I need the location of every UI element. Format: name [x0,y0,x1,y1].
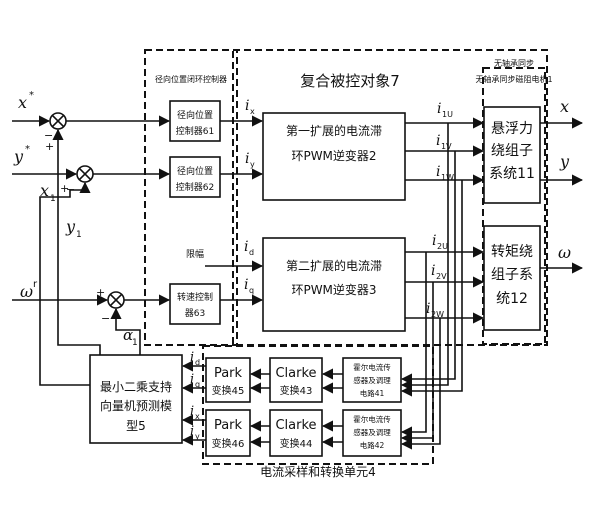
y-plus-sign: + [60,182,69,195]
fb-ix-label: i [190,404,194,419]
iy-sub: y [250,160,255,169]
ix-label: i [245,98,249,114]
output-omega-label: ω [558,243,571,262]
susp-line3: 系统11 [489,166,535,182]
i2u-label: i [432,233,436,249]
clarke1-line1: Clarke [275,366,316,381]
w-ref-label: ω [20,282,33,301]
sensor1-line3: 电路41 [360,388,385,398]
x1-sub: 1 [50,194,56,204]
iq-label: i [244,277,248,293]
susp-line1: 悬浮力 [491,121,533,137]
summing-junction-speed [108,292,124,308]
lssvm-line2: 向量机预测模 [100,398,172,413]
park1-line1: Park [214,366,243,381]
sensor1-line1: 霍尔电流传 [353,362,391,372]
x1-label: x [40,181,49,200]
motor-region-label: 无轴承同步磁阻电机1 [475,74,552,84]
y1-sub: 1 [76,230,82,240]
y1-label: y [65,217,76,236]
clarke1-line2: 变换43 [280,384,313,397]
y-ref-star: * [25,144,30,155]
inv2-line1: 第二扩展的电流滞 [286,258,382,273]
sampling-unit-label: 电流采样和转换单元4 [260,464,376,479]
id-label: i [244,239,248,255]
fb-iy-sub: y [195,432,200,441]
torque-line1: 转矩绕 [491,244,533,260]
ctrl1-line2: 控制器61 [176,125,214,137]
i2w-label: i [426,301,430,317]
park1-line2: 变换45 [212,384,245,397]
alpha1-sub: 1 [132,338,138,348]
i1u-sub: 1U [442,110,453,119]
lssvm-line3: 型5 [126,419,146,433]
y-ref-label: y [13,147,24,166]
ctrl3-line2: 器63 [185,308,205,319]
lssvm-line1: 最小二乘支持 [100,379,172,394]
id-sub: d [249,248,254,257]
fb-iq-label: i [190,372,194,387]
motor-region-label-1: 无轴承同步 [494,58,534,68]
ctrl2-line1: 径向位置 [177,165,213,177]
speed-plus-sign: + [96,286,105,299]
i1w-label: i [436,164,440,180]
iy-label: i [245,151,249,167]
iq-sub: q [249,286,254,295]
fb-ix-sub: x [195,412,200,421]
susp-line2: 绕组子 [491,143,533,159]
fb-id-label: i [190,350,194,365]
ix-sub: x [250,107,255,116]
ctrl1-line1: 径向位置 [177,109,213,121]
composite-object-label: 复合被控对象7 [300,72,400,90]
torque-line3: 统12 [496,291,528,307]
i2v-label: i [431,263,435,279]
fb-iq-sub: q [195,380,200,389]
clarke2-line2: 变换44 [280,437,313,450]
inv1-line1: 第一扩展的电流滞 [286,123,382,138]
inv1-line2: 环PWM逆变器2 [291,148,376,163]
ctrl2-line2: 控制器62 [176,181,214,193]
i2w-sub: 2W [431,310,444,319]
clarke2-line1: Clarke [275,418,316,433]
output-x-label: x [560,97,569,116]
park2-line2: 变换46 [212,437,245,450]
sensor2-line3: 电路42 [360,440,385,450]
i1w-sub: 1W [441,173,454,182]
speed-minus-sign: − [101,312,110,325]
x-ref-star: * [29,90,34,101]
i2v-sub: 2V [436,272,447,281]
i2u-sub: 2U [437,242,448,251]
ctrl3-line1: 转速控制 [177,291,213,303]
summing-junction-x [50,113,66,129]
limiter-label: 限幅 [186,248,204,260]
i1v-sub: 1V [441,142,452,151]
torque-line2: 组子系 [491,267,533,283]
inv2-line2: 环PWM逆变器3 [291,282,376,297]
output-y-label: y [559,152,570,171]
summing-junction-y [77,166,93,182]
i1u-label: i [437,101,441,117]
park2-line1: Park [214,418,243,433]
fb-id-sub: d [195,358,200,367]
x-ref-label: x [18,93,27,112]
x-minus-sign: − [44,129,53,142]
fb-iy-label: i [190,424,194,439]
sensor2-line1: 霍尔电流传 [353,414,391,424]
sensor1-line2: 感器及调理 [353,375,391,385]
w-ref-sup: r [33,279,38,290]
i1v-label: i [436,133,440,149]
sensor2-line2: 感器及调理 [353,427,391,437]
controller-region-label: 径向位置闭环控制器 [155,74,227,84]
